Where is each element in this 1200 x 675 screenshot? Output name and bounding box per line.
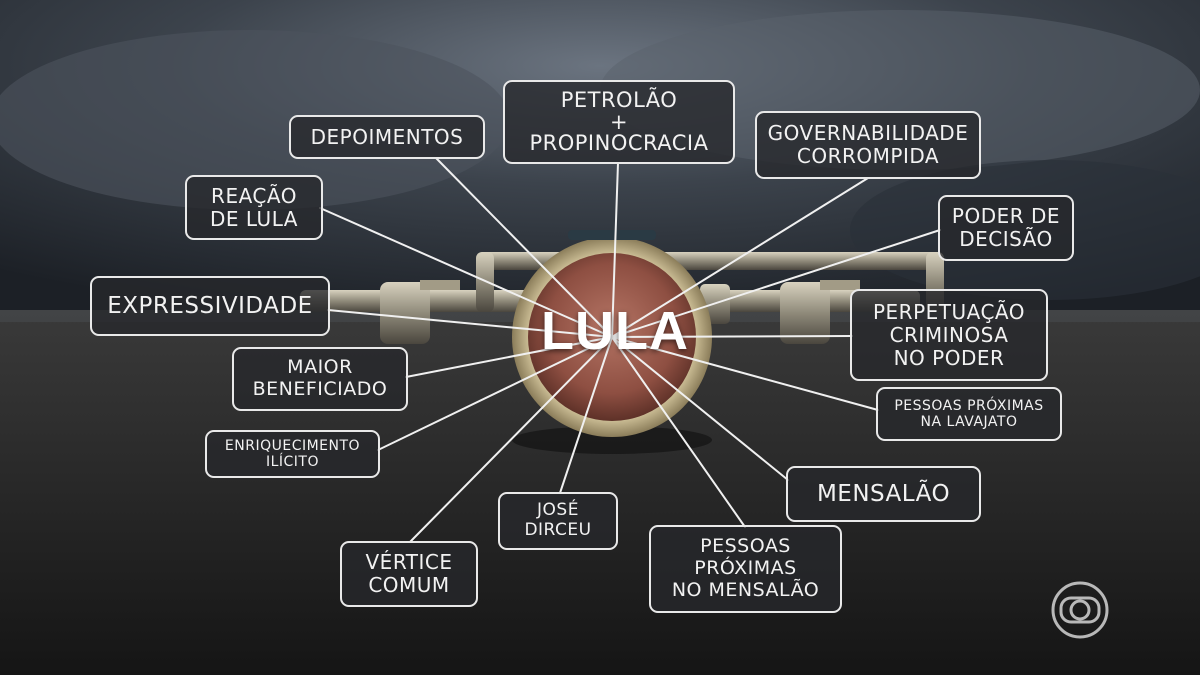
node-poder-decisao-line-1: PODER DE	[951, 204, 1061, 228]
node-perpetuacao-line-3: NO PODER	[893, 345, 1005, 370]
connector-pessoas-mensalao	[611, 336, 746, 528]
node-perpetuacao: PERPETUAÇÃO CRIMINOSA NO PODER	[850, 289, 1048, 381]
node-maior-beneficiado-line-2: BENEFICIADO	[252, 378, 388, 400]
node-vertice: VÉRTICE COMUM	[340, 541, 478, 607]
connector-expressividade	[327, 309, 613, 338]
node-jose-dirceu-line-1: JOSÉ	[537, 500, 579, 521]
node-poder-decisao: PODER DE DECISÃO	[938, 195, 1074, 261]
node-vertice-line-2: COMUM	[368, 573, 450, 597]
node-jose-dirceu: JOSÉ DIRCEU	[498, 492, 618, 550]
node-expressividade-line-1: EXPRESSIVIDADE	[107, 292, 313, 319]
node-reacao: REAÇÃO DE LULA	[185, 175, 323, 240]
node-pessoas-mensalao-line-1: PESSOAS	[700, 535, 791, 558]
node-reacao-line-1: REAÇÃO	[211, 183, 297, 208]
node-governabilidade: GOVERNABILIDADE CORROMPIDA	[755, 111, 981, 179]
node-maior-beneficiado-line-1: MAIOR	[287, 356, 353, 379]
connector-perpetuacao	[611, 335, 853, 338]
node-perpetuacao-line-2: CRIMINOSA	[889, 322, 1009, 347]
connector-enriquecimento	[377, 336, 613, 451]
connector-governabilidade	[611, 177, 869, 338]
node-pessoas-lavajato-line-1: PESSOAS PRÓXIMAS	[894, 397, 1044, 414]
node-pessoas-lavajato-line-2: NA LAVAJATO	[920, 414, 1018, 430]
connector-pessoas-lavajato	[611, 336, 879, 411]
node-mensalao: MENSALÃO	[786, 466, 981, 522]
globo-logo-icon	[1051, 581, 1109, 639]
node-petrolao-line-3: PROPINOCRACIA	[529, 131, 709, 156]
connector-poder-decisao	[611, 229, 941, 338]
node-poder-decisao-line-2: DECISÃO	[959, 227, 1053, 251]
node-petrolao-line-1: PETROLÃO	[560, 88, 678, 113]
node-mensalao-line-1: MENSALÃO	[816, 480, 951, 507]
node-enriquecimento-line-2: ILÍCITO	[265, 454, 320, 470]
connector-jose-dirceu	[559, 336, 613, 494]
connector-mensalao	[611, 336, 789, 481]
node-pessoas-mensalao: PESSOAS PRÓXIMAS NO MENSALÃO	[649, 525, 842, 613]
node-expressividade: EXPRESSIVIDADE	[90, 276, 330, 336]
node-pessoas-lavajato: PESSOAS PRÓXIMAS NA LAVAJATO	[876, 387, 1062, 441]
node-governabilidade-line-1: GOVERNABILIDADE	[767, 121, 969, 145]
node-perpetuacao-line-1: PERPETUAÇÃO	[872, 299, 1025, 324]
node-pessoas-mensalao-line-2: PRÓXIMAS	[694, 557, 797, 580]
node-enriquecimento: ENRIQUECIMENTO ILÍCITO	[205, 430, 380, 478]
node-depoimentos: DEPOIMENTOS	[289, 115, 485, 159]
node-reacao-line-2: DE LULA	[210, 206, 298, 231]
node-enriquecimento-line-1: ENRIQUECIMENTO	[224, 437, 361, 454]
node-governabilidade-line-2: CORROMPIDA	[796, 144, 940, 168]
node-petrolao-line-2: +	[609, 109, 629, 134]
connector-vertice	[409, 336, 613, 543]
node-maior-beneficiado: MAIOR BENEFICIADO	[232, 347, 408, 411]
node-pessoas-mensalao-line-3: NO MENSALÃO	[671, 578, 820, 601]
node-vertice-line-1: VÉRTICE	[365, 550, 453, 574]
connector-depoimentos	[435, 157, 613, 338]
node-petrolao: PETROLÃO + PROPINOCRACIA	[503, 80, 735, 164]
node-jose-dirceu-line-2: DIRCEU	[524, 520, 592, 540]
connector-reacao	[319, 207, 613, 338]
connector-lines	[319, 157, 941, 543]
connector-maior-beneficiado	[405, 336, 613, 378]
node-depoimentos-line-1: DEPOIMENTOS	[310, 124, 464, 149]
center-label: LULA	[541, 301, 689, 361]
connector-petrolao	[611, 162, 619, 338]
